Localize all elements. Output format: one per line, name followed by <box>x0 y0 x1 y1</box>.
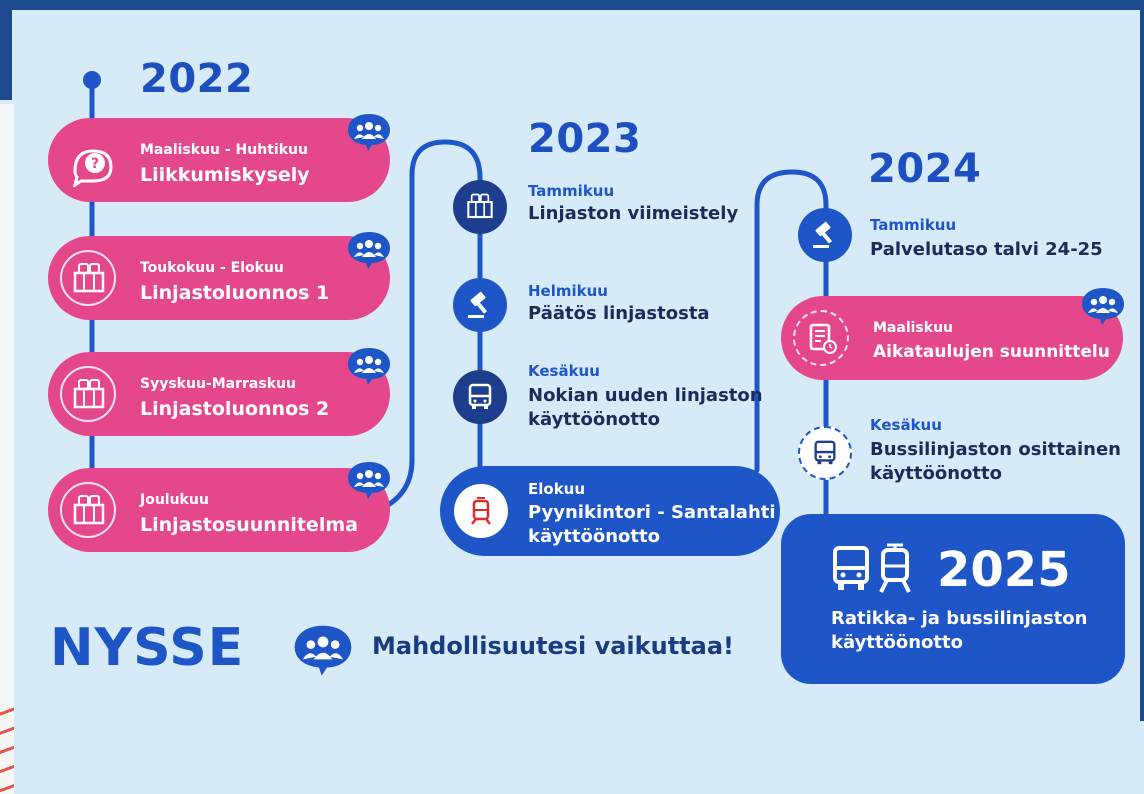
milestone-title: Liikkumiskysely <box>140 164 310 186</box>
year-2022: 2022 <box>140 56 254 102</box>
route-map-icon <box>453 180 507 234</box>
tram-icon <box>454 484 508 538</box>
tram-icon <box>879 543 911 593</box>
final-title-line1: Ratikka- ja bussilinjaston <box>831 608 1088 629</box>
slogan: Mahdollisuutesi vaikuttaa! <box>372 632 734 660</box>
participation-people-icon <box>294 625 352 676</box>
left-frame-bar <box>0 0 12 100</box>
milestone-period: Toukokuu - Elokuu <box>140 260 284 276</box>
milestone-title-line2: käyttöönotto <box>528 526 660 547</box>
milestone-2023-elokuu: Elokuu Pyynikintori - Santalahti käyttöö… <box>440 466 780 556</box>
milestone-title: Linjastoluonnos 1 <box>140 282 330 304</box>
participation-people-icon <box>1082 288 1124 325</box>
milestone-title-line1: Bussilinjaston osittainen <box>870 439 1121 460</box>
bus-icon <box>798 426 852 480</box>
route-map-icon <box>60 366 116 422</box>
milestone-2022-2: Toukokuu - Elokuu Linjastoluonnos 1 <box>48 236 390 320</box>
milestone-period: Tammikuu <box>870 216 957 234</box>
bus-icon <box>453 370 507 424</box>
milestone-2025: 2025 Ratikka- ja bussilinjaston käyttöön… <box>781 514 1125 684</box>
gavel-icon <box>453 278 507 332</box>
milestone-period: Kesäkuu <box>528 362 600 380</box>
milestone-period: Maaliskuu - Huhtikuu <box>140 142 308 158</box>
route-map-icon <box>60 482 116 538</box>
nysse-logo: NYSSE <box>50 618 245 678</box>
milestone-period: Maaliskuu <box>873 320 954 336</box>
milestone-title-line2: käyttöönotto <box>528 409 660 430</box>
participation-people-icon <box>348 114 390 151</box>
gavel-icon <box>798 208 852 262</box>
year-2023: 2023 <box>528 116 642 162</box>
milestone-2024-2: Maaliskuu Aikataulujen suunnittelu <box>781 296 1123 380</box>
milestone-period: Helmikuu <box>528 282 608 300</box>
bus-icon <box>833 546 869 590</box>
milestone-period: Tammikuu <box>528 182 615 200</box>
milestone-period: Elokuu <box>528 480 586 498</box>
participation-people-icon <box>348 232 390 269</box>
right-frame-bar <box>1140 0 1144 721</box>
schedule-document-icon <box>793 310 849 366</box>
milestone-title: Linjaston viimeistely <box>528 203 739 224</box>
year-2024: 2024 <box>868 146 982 192</box>
milestone-period: Joulukuu <box>140 492 209 508</box>
svg-text:?: ? <box>91 156 99 172</box>
milestone-2022-1: ? Maaliskuu - Huhtikuu Liikkumiskysely <box>48 118 390 202</box>
milestone-period: Kesäkuu <box>870 416 942 434</box>
milestone-title-line1: Nokian uuden linjaston <box>528 385 763 406</box>
milestone-2022-4: Joulukuu Linjastosuunnitelma <box>48 468 390 552</box>
milestone-title: Linjastosuunnitelma <box>140 514 358 536</box>
milestone-period: Syyskuu-Marraskuu <box>140 376 296 392</box>
participation-people-icon <box>348 348 390 385</box>
question-bubble-icon: ? <box>60 132 116 188</box>
final-title-line2: käyttöönotto <box>831 632 963 653</box>
milestone-title-line1: Pyynikintori - Santalahti <box>528 502 776 523</box>
participation-people-icon <box>348 462 390 499</box>
milestone-title: Aikataulujen suunnittelu <box>873 342 1110 362</box>
milestone-2022-3: Syyskuu-Marraskuu Linjastoluonnos 2 <box>48 352 390 436</box>
milestone-title: Palvelutaso talvi 24-25 <box>870 239 1103 260</box>
top-frame-bar <box>0 0 1144 10</box>
milestone-title: Linjastoluonnos 2 <box>140 398 330 420</box>
milestone-title-line2: käyttöönotto <box>870 463 1002 484</box>
route-map-icon <box>60 250 116 306</box>
milestone-title: Päätös linjastosta <box>528 303 710 324</box>
year-2025: 2025 <box>937 542 1071 598</box>
